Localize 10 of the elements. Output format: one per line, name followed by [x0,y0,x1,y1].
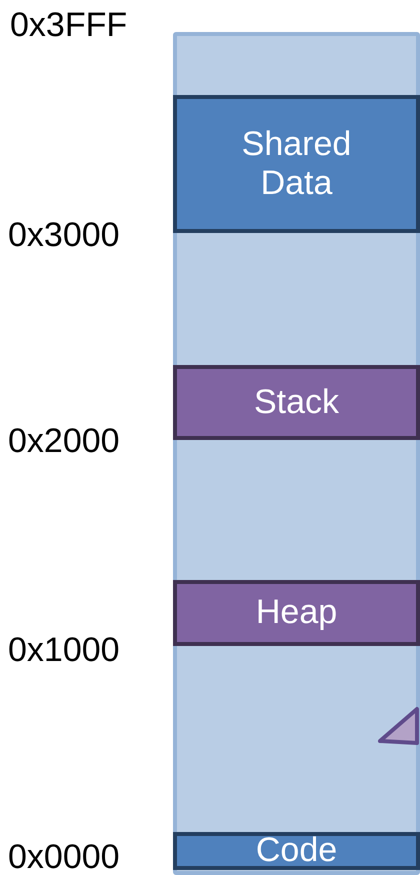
memory-segment: Heap [173,580,420,646]
address-label: 0x1000 [8,633,120,667]
address-space-column [173,32,420,875]
memory-segment: Stack [173,365,420,440]
address-label: 0x0000 [8,840,120,874]
address-label: 0x2000 [8,424,120,458]
memory-segment: Shared Data [173,95,420,233]
address-label: 0x3000 [8,218,120,252]
address-label: 0x3FFF [10,8,128,42]
memory-segment: Code [173,832,420,870]
